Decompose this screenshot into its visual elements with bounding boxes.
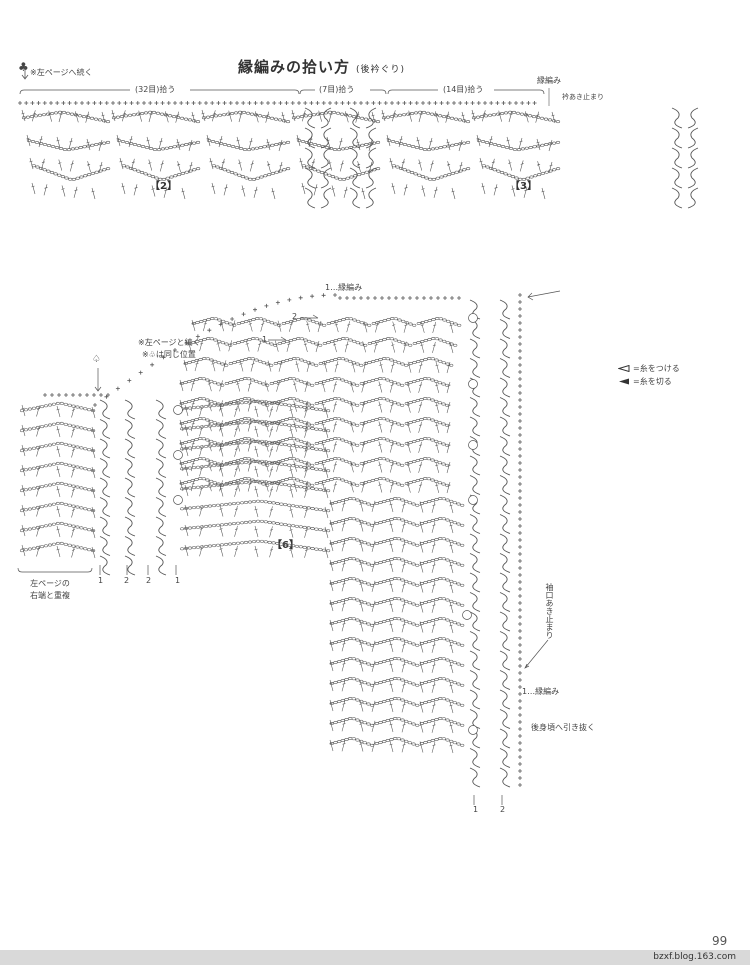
- main-chain-stitches: [19, 317, 465, 747]
- row2-label: 2: [292, 312, 298, 321]
- legend-cut-text: =糸を切る: [633, 377, 672, 386]
- edging-label-top: 縁編み: [537, 76, 561, 85]
- collar-stop-label: 衿あき止まり: [562, 93, 604, 101]
- bottom-right-label: 1: [473, 805, 479, 814]
- top-wave-edging: [304, 107, 699, 209]
- row-number-marker: [173, 450, 183, 460]
- top-stitch-marks: [21, 109, 556, 200]
- row1-label: 1: [262, 335, 268, 344]
- bottom-right-label: 2: [500, 805, 506, 814]
- legend-cut: =糸を切る: [618, 376, 672, 387]
- main-stitch-marks: [21, 319, 454, 754]
- row-number-marker: [468, 313, 478, 323]
- section-3-label: 【3】: [510, 181, 537, 192]
- section-2-label: 【2】: [150, 181, 177, 192]
- attach-yarn-icon: [618, 365, 630, 372]
- bottom-left-label: 1: [98, 576, 104, 585]
- main-right-column: [518, 293, 522, 787]
- page-subtitle: (後衿ぐり): [356, 65, 406, 75]
- main-arrows: [94, 290, 561, 392]
- cut-yarn-icon: [619, 378, 629, 385]
- continue-note-main: ※左ページと続く: [138, 338, 201, 347]
- cuff-stop-label: 袖口あき止まり: [545, 583, 554, 639]
- count-32-label: (32目)拾う: [135, 85, 176, 94]
- main-bottom-markers: [17, 565, 503, 805]
- page-title: 縁編みの拾い方(後衿ぐり): [238, 58, 406, 76]
- row1-edging-label: 1…縁編み: [325, 283, 363, 292]
- overlap-note: 左ページの 右端と重複: [30, 579, 70, 600]
- pull-through-label: 後身頃へ引き抜く: [531, 723, 595, 732]
- main-top-row: [43, 293, 461, 407]
- section-6-label: 【6】: [272, 540, 299, 551]
- row-number-marker: [468, 379, 478, 389]
- count-7-label: (7目)拾う: [319, 85, 355, 94]
- row-number-marker: [462, 610, 472, 620]
- bottom-left-label: 1: [175, 576, 181, 585]
- same-position-note: ※♧は同じ位置: [142, 350, 196, 359]
- footer-text: bzxf.blog.163.com: [653, 952, 736, 962]
- club-symbol-icon: ♣: [18, 60, 29, 74]
- legend-attach-text: =糸をつける: [633, 364, 680, 373]
- row-number-marker: [173, 495, 183, 505]
- top-chain-stitches: [21, 110, 561, 181]
- bottom-left-label: 2: [146, 576, 152, 585]
- row-number-marker: [468, 495, 478, 505]
- footer-bar: bzxf.blog.163.com: [0, 950, 750, 965]
- main-wave-edging: [99, 299, 511, 788]
- row-number-marker: [468, 725, 478, 735]
- legend-attach: =糸をつける: [618, 363, 680, 374]
- row1-edging-bottom-label: 1…縁編み: [522, 687, 560, 696]
- page-number: 99: [712, 934, 728, 948]
- continue-note-top: ※左ページへ続く: [30, 68, 93, 77]
- top-arrow: [21, 67, 29, 80]
- bottom-left-label: 2: [124, 576, 130, 585]
- row-number-marker: [173, 405, 183, 415]
- count-14-label: (14目)拾う: [443, 85, 484, 94]
- top-base-row: [18, 101, 537, 105]
- spade-symbol-icon: ♤: [92, 354, 101, 365]
- cuff-arrow: [524, 639, 549, 669]
- top-count-bracket: [19, 89, 545, 95]
- row-number-marker: [468, 440, 478, 450]
